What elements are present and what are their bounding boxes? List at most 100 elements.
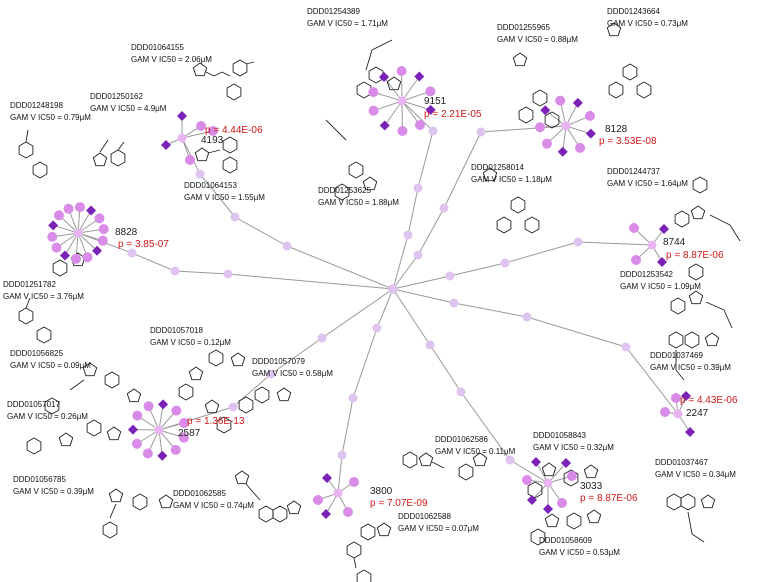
bond-path bbox=[496, 216, 512, 234]
diamond-node bbox=[321, 509, 331, 519]
bond-path bbox=[670, 297, 686, 315]
network-edge bbox=[199, 173, 236, 218]
compound-node bbox=[631, 255, 641, 265]
molecule-structure bbox=[194, 136, 238, 174]
network-edge bbox=[460, 391, 511, 461]
bond-path bbox=[527, 481, 543, 499]
network-edge bbox=[401, 100, 434, 132]
compound-node bbox=[414, 120, 425, 131]
bond-path bbox=[86, 419, 102, 437]
cluster-pvalue-2587: p = 1.36E-13 bbox=[187, 416, 245, 427]
junction-node bbox=[170, 266, 180, 276]
cluster-center-node bbox=[673, 409, 683, 419]
cluster-label-8744: 8744 bbox=[663, 237, 686, 248]
bond-path bbox=[622, 63, 638, 81]
compound-node bbox=[567, 471, 577, 481]
bond-path bbox=[194, 147, 210, 162]
diamond-node bbox=[86, 205, 97, 216]
bond-path bbox=[680, 493, 696, 511]
diamond-node bbox=[681, 391, 691, 401]
molecule-structure bbox=[192, 59, 255, 101]
diamond-node bbox=[379, 120, 390, 131]
network-edge bbox=[443, 131, 482, 209]
bond-path bbox=[524, 216, 540, 234]
compound-ic50: GAM V IC50 = 0.39μM bbox=[650, 363, 731, 372]
junction-node bbox=[413, 183, 423, 193]
diamond-node bbox=[128, 424, 139, 435]
bond-path bbox=[276, 387, 292, 402]
bond-path bbox=[729, 224, 741, 242]
bond-path bbox=[532, 89, 548, 107]
compound-node bbox=[396, 66, 407, 77]
bond-path bbox=[205, 71, 215, 77]
bond-path bbox=[530, 528, 546, 546]
bond-path bbox=[245, 61, 255, 65]
junction-node bbox=[573, 237, 583, 247]
bond-path bbox=[418, 452, 434, 467]
compound-id: DDD01254389 bbox=[307, 7, 360, 16]
junction-node bbox=[439, 203, 449, 213]
compound-node bbox=[349, 477, 359, 487]
bond-path bbox=[723, 309, 733, 329]
compound-id: DDD01057018 bbox=[150, 326, 203, 335]
cluster-pvalue-3033: p = 8.87E-06 bbox=[580, 493, 638, 504]
bond-path bbox=[25, 297, 31, 309]
network-nodes bbox=[47, 66, 695, 519]
bond-path bbox=[563, 469, 579, 487]
compound-node bbox=[63, 203, 74, 214]
junction-node bbox=[228, 402, 238, 412]
compound-ic50: GAM V IC50 = 0.73μM bbox=[607, 19, 688, 28]
bond-path bbox=[472, 452, 488, 467]
compound-id: DDD01057079 bbox=[252, 357, 305, 366]
cluster-label-8128: 8128 bbox=[605, 124, 628, 135]
compound-node bbox=[208, 126, 218, 136]
network-edge bbox=[131, 252, 176, 272]
network-edge bbox=[417, 130, 434, 189]
bond-path bbox=[353, 557, 357, 569]
compound-node bbox=[131, 438, 142, 449]
bond-path bbox=[272, 505, 288, 523]
network-edge bbox=[337, 454, 343, 494]
bond-path bbox=[104, 371, 120, 389]
compound-node bbox=[575, 142, 586, 153]
junction-node bbox=[505, 455, 515, 465]
junction-node bbox=[266, 369, 276, 379]
compound-ic50: GAM V IC50 = 0.88μM bbox=[497, 35, 578, 44]
molecule-structure bbox=[670, 263, 733, 329]
compound-ic50: GAM V IC50 = 0.53μM bbox=[539, 548, 620, 557]
compound-ic50: GAM V IC50 = 0.32μM bbox=[533, 443, 614, 452]
compound-node bbox=[425, 86, 436, 97]
bond-path bbox=[583, 464, 599, 479]
bond-path bbox=[108, 488, 124, 503]
diamond-node bbox=[561, 458, 571, 468]
bond-path bbox=[688, 290, 704, 305]
compound-node bbox=[143, 401, 154, 412]
molecule-structure bbox=[512, 52, 560, 129]
bond-path bbox=[258, 505, 274, 523]
network-edge bbox=[407, 187, 419, 236]
compound-node bbox=[171, 405, 182, 416]
bond-path bbox=[232, 59, 248, 77]
compound-node bbox=[132, 410, 143, 421]
bond-path bbox=[109, 503, 117, 519]
compound-node bbox=[541, 138, 552, 149]
junction-node bbox=[413, 250, 423, 260]
bond-path bbox=[208, 349, 224, 367]
bond-path bbox=[36, 326, 52, 344]
bond-path bbox=[356, 569, 372, 582]
molecule-structure bbox=[606, 22, 652, 99]
bond-path bbox=[238, 396, 254, 414]
network-edge bbox=[270, 337, 323, 375]
compound-ic50: GAM V IC50 = 0.09μM bbox=[10, 361, 91, 370]
compound-id: DDD01058843 bbox=[533, 431, 586, 440]
network-edge bbox=[392, 275, 451, 290]
bond-path bbox=[362, 176, 378, 191]
bond-path bbox=[334, 183, 350, 201]
junction-node bbox=[317, 333, 327, 343]
cluster-pvalue-2247: p = 4.43E-06 bbox=[680, 395, 738, 406]
network-edge bbox=[417, 207, 445, 256]
bond-path bbox=[365, 49, 373, 71]
network-edge bbox=[625, 346, 679, 415]
bond-path bbox=[230, 352, 246, 367]
bond-path bbox=[44, 397, 60, 415]
